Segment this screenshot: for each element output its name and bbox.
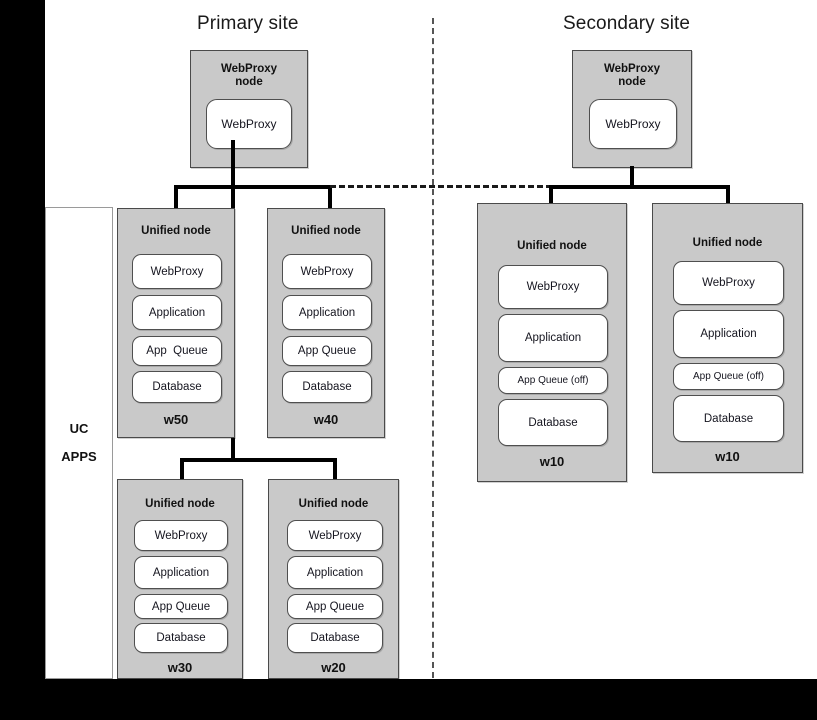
primary-drop-w50: [174, 185, 178, 210]
primary-drop-w20: [333, 458, 337, 481]
secondary-webproxy-node-title: WebProxy node: [603, 63, 661, 88]
unified-node-w40-service-webproxy[interactable]: WebProxy: [282, 254, 372, 289]
unified-node-w50-title: Unified node: [141, 225, 211, 237]
unified-node-w30-service-application[interactable]: Application: [134, 556, 228, 589]
unified-node-w30-footer: w30: [167, 660, 193, 675]
secondary-bus-horizontal: [549, 185, 730, 189]
unified-node-w10-left-title: Unified node: [517, 240, 587, 252]
unified-node-w40[interactable]: Unified node WebProxy Application App Qu…: [267, 208, 385, 438]
unified-node-w40-service-database[interactable]: Database: [282, 371, 372, 403]
unified-node-w10-left[interactable]: Unified node WebProxy Application App Qu…: [477, 203, 627, 482]
unified-node-w20-service-application[interactable]: Application: [287, 556, 383, 589]
unified-node-w20-footer: w20: [321, 660, 346, 675]
primary-drop-w30: [180, 458, 184, 481]
unified-node-w10-left-service-webproxy[interactable]: WebProxy: [498, 265, 608, 309]
unified-node-w50-footer: w50: [163, 412, 189, 427]
unified-node-w30-service-app-queue[interactable]: App Queue: [134, 594, 228, 619]
primary-drop-w40: [328, 185, 332, 210]
unified-node-w50-service-webproxy[interactable]: WebProxy: [132, 254, 222, 289]
unified-node-w10-left-service-app-queue-off[interactable]: App Queue (off): [498, 367, 608, 394]
primary-webproxy-node[interactable]: WebProxy node WebProxy: [190, 50, 308, 168]
unified-node-w10-right[interactable]: Unified node WebProxy Application App Qu…: [652, 203, 803, 473]
unified-node-w40-footer: w40: [313, 412, 339, 427]
secondary-drop-w10-left: [549, 185, 553, 210]
unified-node-w50-service-database[interactable]: Database: [132, 371, 222, 403]
secondary-drop-w10-right: [726, 185, 730, 210]
inter-site-dashed-link: [330, 185, 552, 188]
unified-node-w20-title: Unified node: [298, 498, 369, 510]
unified-node-w10-right-title: Unified node: [692, 237, 763, 249]
unified-node-w10-left-footer: w10: [539, 454, 565, 469]
uc-apps-panel: UC APPS: [45, 207, 113, 679]
unified-node-w40-service-app-queue[interactable]: App Queue: [282, 336, 372, 366]
primary-site-title: Primary site: [197, 13, 299, 34]
unified-node-w50[interactable]: Unified node WebProxy Application App Qu…: [117, 208, 235, 438]
site-divider-dashed-vertical: [432, 18, 434, 678]
uc-apps-label-line1: UC: [69, 421, 89, 436]
unified-node-w10-right-service-application[interactable]: Application: [673, 310, 784, 358]
unified-node-w30[interactable]: Unified node WebProxy Application App Qu…: [117, 479, 243, 679]
unified-node-w50-service-application[interactable]: Application: [132, 295, 222, 330]
unified-node-w20-service-webproxy[interactable]: WebProxy: [287, 520, 383, 551]
uc-apps-label-line2: APPS: [61, 449, 97, 464]
primary-webproxy-service[interactable]: WebProxy: [206, 99, 292, 149]
secondary-webproxy-node[interactable]: WebProxy node WebProxy: [572, 50, 692, 168]
unified-node-w10-right-service-app-queue-off[interactable]: App Queue (off): [673, 363, 784, 390]
unified-node-w30-service-webproxy[interactable]: WebProxy: [134, 520, 228, 551]
primary-upper-bus-horizontal: [174, 185, 332, 189]
unified-node-w20[interactable]: Unified node WebProxy Application App Qu…: [268, 479, 399, 679]
unified-node-w30-title: Unified node: [145, 498, 215, 510]
primary-lower-bus-horizontal: [180, 458, 337, 462]
unified-node-w10-left-service-application[interactable]: Application: [498, 314, 608, 362]
unified-node-w40-service-application[interactable]: Application: [282, 295, 372, 330]
unified-node-w50-service-app-queue[interactable]: App Queue: [132, 336, 222, 366]
unified-node-w10-right-service-database[interactable]: Database: [673, 395, 784, 442]
unified-node-w40-title: Unified node: [291, 225, 361, 237]
unified-node-w10-left-service-database[interactable]: Database: [498, 399, 608, 446]
unified-node-w20-service-app-queue[interactable]: App Queue: [287, 594, 383, 619]
unified-node-w10-right-service-webproxy[interactable]: WebProxy: [673, 261, 784, 305]
secondary-trunk-vertical: [630, 166, 634, 188]
unified-node-w30-service-database[interactable]: Database: [134, 623, 228, 653]
unified-node-w20-service-database[interactable]: Database: [287, 623, 383, 653]
secondary-webproxy-service[interactable]: WebProxy: [589, 99, 677, 149]
primary-webproxy-node-title: WebProxy node: [220, 63, 278, 88]
unified-node-w10-right-footer: w10: [715, 449, 740, 464]
secondary-site-title: Secondary site: [563, 13, 691, 34]
